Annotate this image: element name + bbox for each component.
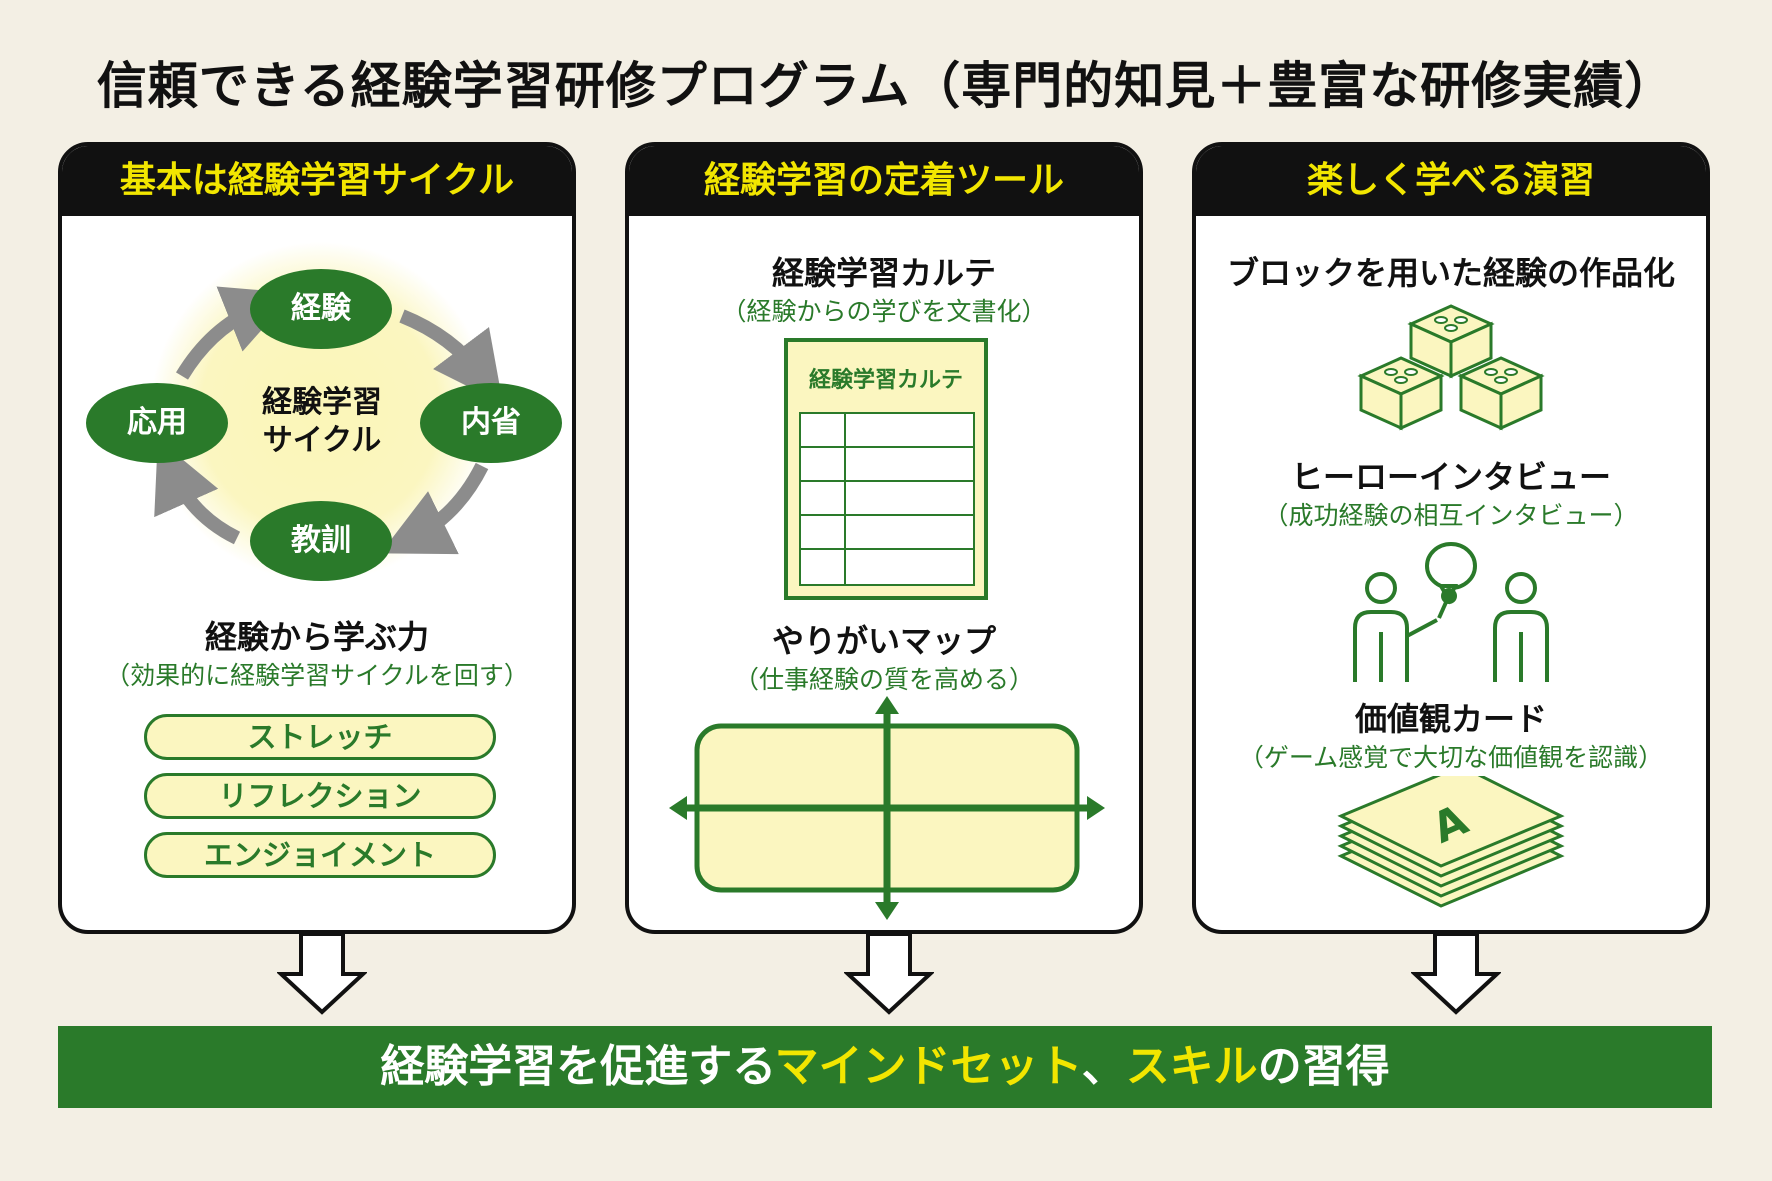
arrow-lesson-to-apply [154, 439, 241, 545]
exercise-hero-subtitle: （成功経験の相互インタビュー） [1263, 501, 1639, 530]
karte-sheet-label: 経験学習カルテ [808, 368, 963, 393]
panel-header: 楽しく学べる演習 [1196, 146, 1706, 216]
cycle-node-experience: 経験 [250, 269, 392, 349]
down-arrow-1 [277, 934, 367, 1015]
pill-reflection: リフレクション [144, 773, 496, 819]
tool-karte-subtitle: （経験からの学びを文書化） [721, 297, 1047, 326]
cycle-diagram [150, 242, 504, 582]
pill-enjoyment: エンジョイメント [144, 832, 496, 878]
outcome-comma: 、 [1081, 1041, 1126, 1092]
pill-stretch: ストレッチ [144, 714, 496, 760]
arrow-reflect-to-lesson [380, 462, 489, 555]
panel-header: 基本は経験学習サイクル [62, 146, 572, 216]
cycle-center-label: 経験学習 サイクル [262, 385, 382, 458]
exercise-blocks-title: ブロックを用いた経験の作品化 [1226, 254, 1675, 292]
arrow-experience-to-reflect [399, 309, 504, 404]
outcome-skill: スキル [1125, 1041, 1258, 1092]
down-arrow-3 [1411, 934, 1501, 1015]
panel-experiential-cycle: 基本は経験学習サイクル 経験 内省 教訓 応用 経験学習 サイクル 経験から学ぶ… [58, 142, 576, 934]
outcome-part5: の習得 [1257, 1041, 1390, 1092]
down-arrow-2 [844, 934, 934, 1015]
yarigai-map-icon [669, 696, 1105, 920]
value-cards-icon: A [1337, 776, 1565, 908]
outcome-part1: 経験学習を促進する [380, 1041, 775, 1092]
interview-icon [1353, 542, 1549, 682]
panel1-heading: 経験から学ぶ力 [204, 618, 429, 656]
exercise-hero-title: ヒーローインタビュー [1290, 458, 1611, 496]
main-title: 信頼できる経験学習研修プログラム（専門的知見＋豊富な研修実績） [96, 57, 1676, 115]
karte-sheet-icon: 経験学習カルテ [784, 338, 988, 600]
panel-exercises: 楽しく学べる演習 ブロックを用いた経験の作品化 ヒーローインタビュー （成功経験… [1192, 142, 1710, 934]
panel1-subheading: （効果的に経験学習サイクルを回す） [105, 661, 529, 690]
karte-table-lines [799, 412, 975, 586]
panel-tools: 経験学習の定着ツール 経験学習カルテ （経験からの学びを文書化） 経験学習カルテ… [625, 142, 1143, 934]
cycle-node-lesson: 教訓 [250, 501, 392, 581]
panel-header: 経験学習の定着ツール [629, 146, 1139, 216]
exercise-values-subtitle: （ゲーム感覚で大切な価値観を認識） [1238, 743, 1664, 772]
blocks-icon [1357, 304, 1545, 431]
cycle-node-apply: 応用 [86, 383, 228, 463]
tool-map-title: やりがいマップ [771, 622, 996, 660]
bottom-outcome-bar: 経験学習を促進するマインドセット、スキルの習得 [58, 1026, 1712, 1108]
exercise-values-title: 価値観カード [1354, 700, 1547, 738]
outcome-mindset: マインドセット [774, 1041, 1082, 1092]
cycle-node-reflection: 内省 [420, 383, 562, 463]
tool-karte-title: 経験学習カルテ [771, 254, 996, 292]
tool-map-subtitle: （仕事経験の質を高める） [733, 665, 1034, 694]
